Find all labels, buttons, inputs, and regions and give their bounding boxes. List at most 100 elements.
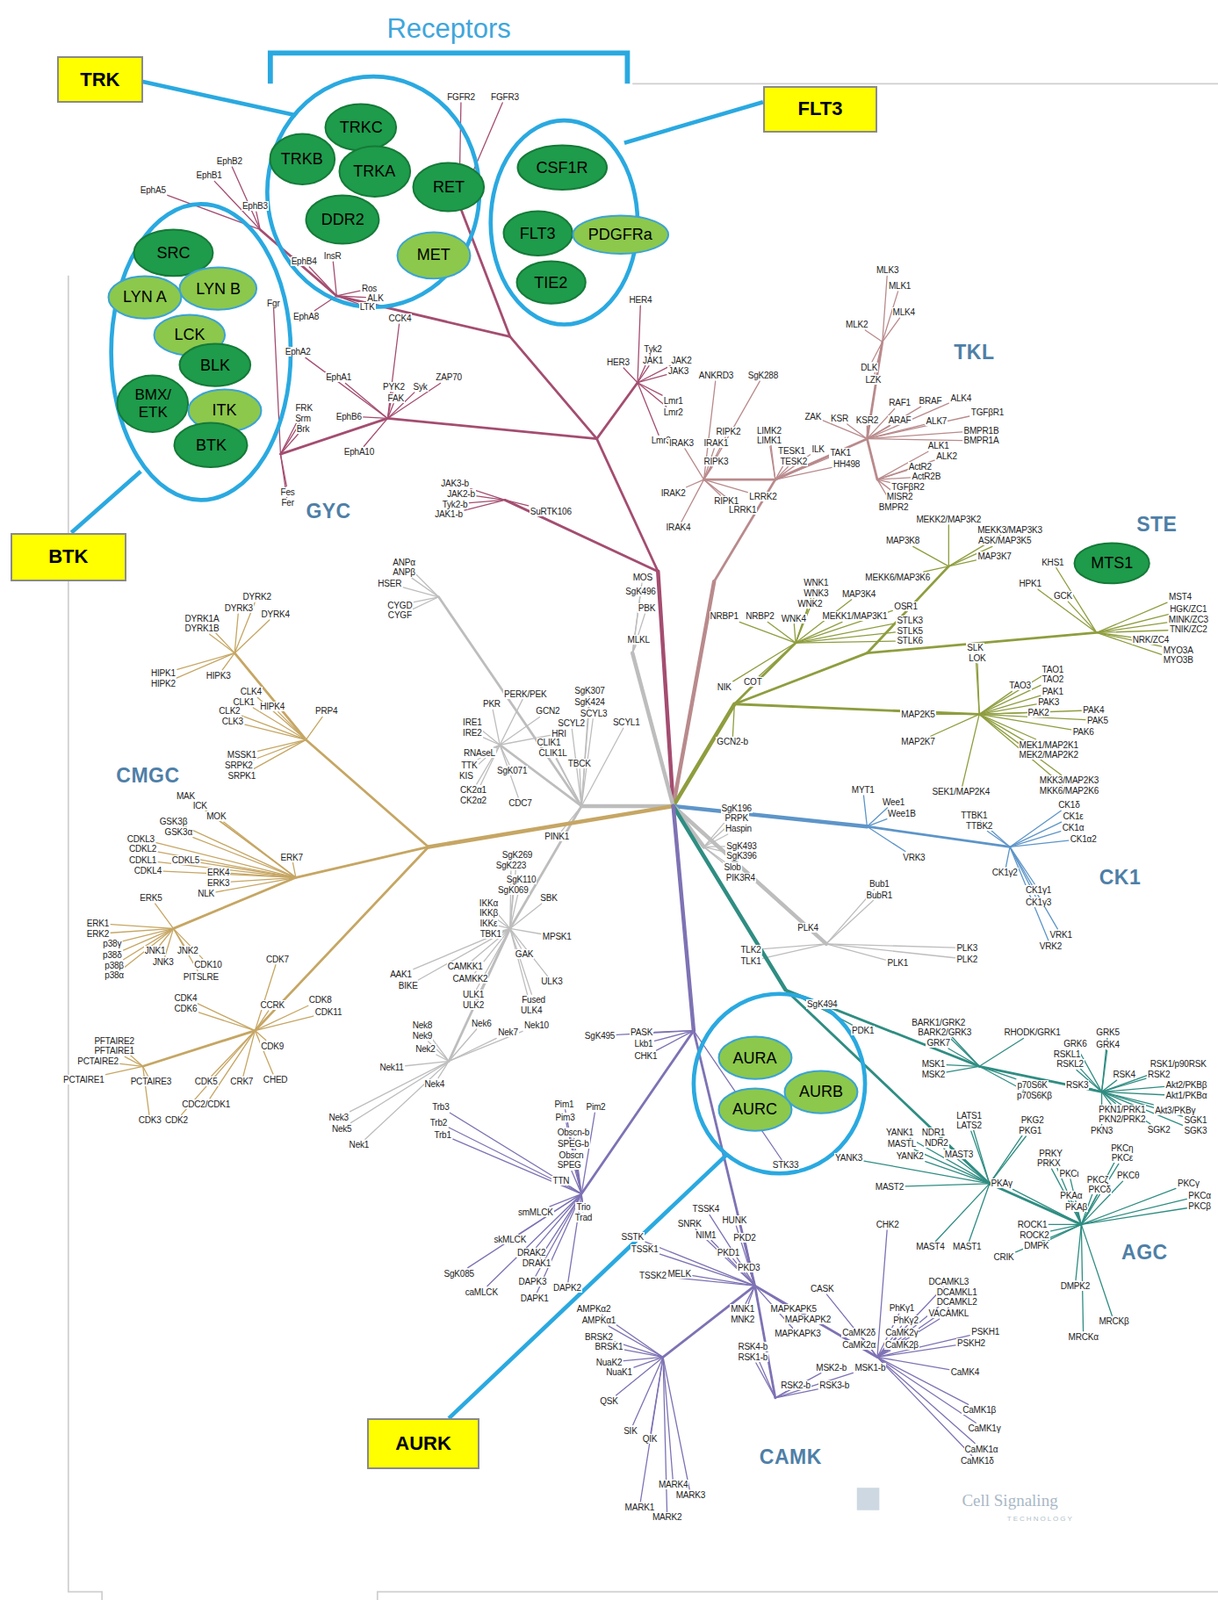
ellipse-outline (325, 104, 397, 152)
kinase-label: ULK3 (540, 976, 563, 987)
kinase-label: MAP3K7 (976, 551, 1012, 562)
kinase-label: MNK1 (729, 1304, 756, 1314)
kinase-label: PKCζ (1086, 1174, 1110, 1185)
kinase-label: HGK/ZC1 (1168, 604, 1208, 614)
kinase-label: ALK4 (949, 393, 973, 404)
kinase-label: EphB6 (335, 411, 363, 422)
branch-line (739, 621, 796, 643)
kinase-label: MAPKAPK5 (770, 1304, 818, 1314)
branch-line (258, 739, 307, 751)
kinase-label: CYGD (386, 600, 413, 611)
kinase-label: Wee1B (886, 808, 917, 819)
branch-line (1009, 810, 1061, 847)
kinase-label: MAPKAPK2 (784, 1314, 832, 1325)
ellipse-outline (396, 231, 470, 279)
branch-line (785, 989, 980, 1067)
ellipse-outline (718, 1037, 792, 1080)
kinase-label: CaMK1α (964, 1444, 1000, 1455)
kinase-label: LRRK2 (748, 491, 778, 502)
kinase-label: p38α (103, 970, 125, 981)
branch-line (692, 1275, 756, 1286)
branch-line (793, 624, 796, 643)
branch-line (1009, 821, 1062, 847)
branch-line (775, 467, 832, 480)
kinase-label: ULK2 (461, 1000, 485, 1010)
branch-line (471, 928, 510, 960)
ellipse-outline (517, 144, 607, 189)
kinase-label: Wee1 (881, 797, 906, 808)
kinase-label: CaMK2β (884, 1340, 920, 1350)
kinase-label: PKCθ (1116, 1170, 1140, 1181)
kinase-label: MARK4 (657, 1479, 689, 1490)
kinase-label: HIPK2 (150, 678, 177, 689)
branch-line (305, 716, 323, 740)
kinase-label: Srm (294, 413, 312, 424)
kinase-label: TAO1 (1041, 664, 1066, 675)
branch-line (336, 295, 510, 337)
kinase-label: TNIK/ZC2 (1168, 624, 1209, 635)
branch-line (877, 1230, 887, 1358)
branch-line (411, 597, 439, 610)
kinase-node: PDGFRa (571, 214, 671, 255)
kinase-label: PCTAIRE1 (62, 1074, 106, 1085)
kinase-label: IRE1 (461, 717, 483, 728)
node-label: FLT3 (519, 224, 556, 243)
kinase-label: HER4 (628, 295, 654, 305)
kinase-label: MARK1 (624, 1502, 656, 1513)
branch-line (158, 851, 296, 878)
branch-line (1102, 1050, 1108, 1092)
kinase-label: ANPα (391, 557, 417, 568)
kinase-label: Nek11 (378, 1062, 404, 1073)
kinase-label: SgK494 (806, 999, 838, 1009)
kinase-label: MEK2/MAP2K2 (1018, 749, 1080, 760)
kinase-label: GRK4 (1095, 1039, 1120, 1050)
kinase-label: ULK4 (519, 1005, 543, 1016)
kinase-label: SLK (965, 642, 984, 653)
branch-line (795, 641, 895, 643)
branch-line (448, 928, 511, 1061)
kinase-label: LOK (967, 653, 987, 664)
branch-line (946, 1066, 980, 1073)
kinase-label: DAPK3 (517, 1276, 548, 1287)
kinase-label: CDK4 (172, 993, 198, 1003)
kinase-label: ANKRD3 (698, 370, 735, 381)
branch-line (581, 1030, 694, 1195)
branch-line (1081, 1198, 1187, 1225)
branch-line (704, 478, 776, 482)
branch-line (459, 203, 511, 337)
kinase-label: AMPKα1 (581, 1315, 617, 1326)
branch-line (254, 846, 428, 1031)
kinase-label: GRK7 (925, 1037, 951, 1048)
kinase-label: TGFβR2 (890, 482, 925, 492)
kinase-label: EphB4 (290, 256, 318, 267)
kinase-label: SgK269 (501, 850, 534, 860)
kinase-label: SRPK2 (223, 760, 254, 771)
kinase-label: DAPK1 (519, 1293, 550, 1304)
node-label: BLK (200, 356, 231, 375)
kinase-label: ZAK (803, 411, 822, 422)
branch-line (1048, 1224, 1082, 1226)
kinase-label: MSK2 (921, 1069, 946, 1080)
kinase-label: ActR2B (910, 471, 942, 482)
kinase-label: MYO3B (1162, 655, 1195, 665)
node-label: CSF1R (536, 158, 589, 177)
kinase-label: CaMK1γ (966, 1423, 1002, 1434)
kinase-label: TESK2 (778, 456, 808, 467)
branch-line (637, 305, 641, 383)
kinase-label: TSSK4 (691, 1203, 721, 1214)
kinase-label: SgK495 (583, 1030, 616, 1041)
branch-line (499, 699, 523, 746)
kinase-label: NuaK1 (605, 1367, 634, 1377)
ellipse-outline (785, 1070, 858, 1113)
branch-line (411, 577, 439, 597)
kinase-label: LIMK2 (756, 425, 783, 436)
branch-line (673, 806, 786, 990)
kinase-label: CK1γ1 (1024, 885, 1053, 895)
kinase-label: GSK3α (164, 827, 194, 837)
kinase-node: RET (411, 161, 486, 213)
branch-line (1096, 630, 1168, 634)
kinase-label: PKAβ (1064, 1202, 1089, 1212)
kinase-label: MLK1 (887, 281, 912, 291)
kinase-label: Nek8 (411, 1020, 434, 1031)
kinase-label: RIPK3 (703, 456, 730, 467)
